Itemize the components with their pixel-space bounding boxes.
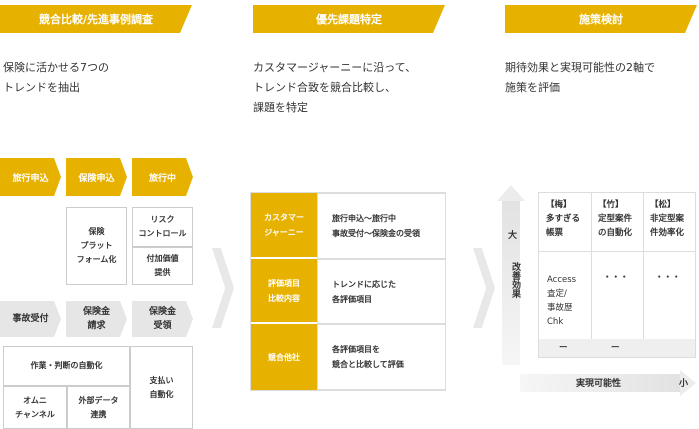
stage-label: 保険申込: [78, 173, 115, 184]
box-risk-control: リスク コントロール: [132, 207, 193, 247]
chevron-right-icon: [473, 248, 495, 328]
step-claim-receipt: 保険金 受領: [132, 301, 193, 337]
header-label: 優先課題特定: [316, 13, 382, 26]
step-claim-request: 保険金 請求: [66, 301, 127, 337]
box-insurance-platform: 保険 プラット フォーム化: [66, 207, 127, 285]
col-tag: 【梅】: [546, 200, 572, 210]
matrix-cell-take: ・・・: [603, 273, 629, 283]
box-omni-channel: オムニ チャンネル: [3, 386, 67, 429]
step-accident-reception: 事故受付: [0, 301, 61, 337]
table-label-journey: カスタマー ジャーニー: [251, 193, 317, 257]
stage-travel-application: 旅行申込: [0, 158, 61, 196]
stage-label: 旅行中: [148, 173, 176, 184]
stage-insurance-application: 保険申込: [66, 158, 127, 196]
y-axis-top-label: 大: [508, 231, 518, 241]
matrix-cell-matsu: ・・・: [655, 273, 681, 283]
evaluation-matrix: 【梅】多すぎる 帳票 【竹】定型案件 の自動化 【松】非定型案 件効率化 Acc…: [538, 192, 696, 358]
col-title: 非定型案 件効率化: [650, 214, 685, 238]
chevron-right-icon: [212, 248, 234, 328]
col-title: 定型案件 の自動化: [598, 214, 633, 238]
matrix-col-ume: 【梅】多すぎる 帳票: [546, 198, 580, 240]
header-research: 競合比較/先進事例調査: [0, 5, 192, 33]
col-tag: 【松】: [650, 200, 676, 210]
stage-during-travel: 旅行中: [132, 158, 193, 196]
description-measures: 期待効果と実現可能性の2軸で 施策を評価: [505, 61, 655, 94]
table-value-criteria: トレンドに応じた 各評価項目: [317, 259, 446, 324]
priority-table: カスタマー ジャーニー 旅行申込〜旅行中 事故受付〜保険金の受領 評価項目 比較…: [250, 192, 446, 391]
box-added-value: 付加価値 提供: [132, 247, 193, 285]
box-payment-automation: 支払い 自動化: [130, 346, 193, 429]
box-work-automation: 作業・判断の自動化: [3, 346, 130, 386]
matrix-col-matsu: 【松】非定型案 件効率化: [650, 198, 684, 240]
header-priority: 優先課題特定: [253, 5, 445, 33]
header-measures: 施策検討: [505, 5, 697, 33]
x-axis-arrow: [520, 370, 696, 396]
table-value-journey: 旅行申込〜旅行中 事故受付〜保険金の受領: [317, 193, 446, 259]
x-axis-label: 実現可能性: [576, 379, 622, 389]
header-label: 競合比較/先進事例調査: [38, 13, 154, 26]
matrix-col-take: 【竹】定型案件 の自動化: [598, 198, 632, 240]
matrix-footer-take: ー: [611, 343, 620, 353]
y-axis-arrow: [497, 185, 525, 365]
table-value-competitors: 各評価項目を 競合と比較して評価: [317, 324, 446, 390]
stage-label: 旅行申込: [12, 173, 49, 184]
table-label-competitors: 競合他社: [251, 324, 317, 390]
description-priority: カスタマージャーニーに沿って、 トレンド合致を競合比較し、 課題を特定: [253, 61, 417, 114]
table-label-criteria: 評価項目 比較内容: [251, 259, 317, 322]
box-external-data: 外部データ 連携: [67, 386, 130, 429]
matrix-footer-ume: ー: [559, 343, 568, 353]
col-title: 多すぎる 帳票: [546, 214, 581, 238]
y-axis-label: 改善効果: [510, 262, 520, 298]
col-tag: 【竹】: [598, 200, 624, 210]
description-research: 保険に活かせる7つの トレンドを抽出: [3, 61, 109, 94]
header-label: 施策検討: [579, 13, 623, 26]
x-axis-end-label: 小: [679, 379, 689, 389]
matrix-cell-ume: Access 査定/ 事故歴 Chk: [547, 275, 577, 327]
